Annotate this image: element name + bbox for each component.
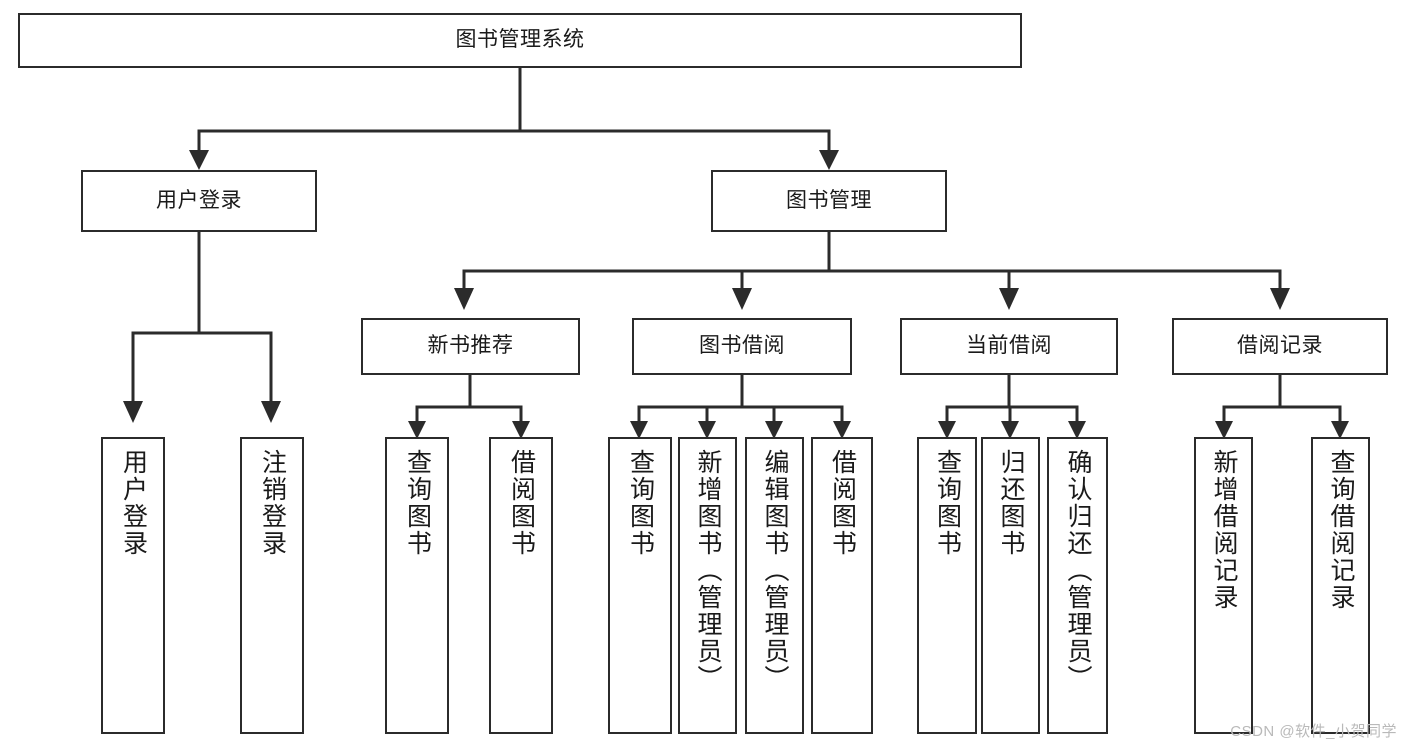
leaf-edit-book-admin[interactable]: 编辑图书（管理员） [745,437,804,734]
leaf-add-borrow-record[interactable]: 新增借阅记录 [1194,437,1253,734]
node-label: 用户登录 [119,449,148,557]
node-label: 注销登录 [258,449,287,557]
leaf-user-login[interactable]: 用户登录 [101,437,165,734]
leaf-return-book[interactable]: 归还图书 [981,437,1040,734]
node-label: 图书管理 [786,188,872,212]
leaf-borrow-book[interactable]: 借阅图书 [811,437,873,734]
leaf-query-borrow-record[interactable]: 查询借阅记录 [1311,437,1370,734]
csdn-watermark: CSDN @软件_小贺同学 [1230,723,1397,740]
node-label: 当前借阅 [966,334,1052,358]
node-user-login[interactable]: 用户登录 [81,170,317,232]
node-label: 新增图书（管理员） [694,449,722,692]
node-label: 新增借阅记录 [1210,449,1238,611]
node-borrow-record[interactable]: 借阅记录 [1172,318,1388,375]
node-label: 确认归还（管理员） [1064,449,1092,692]
node-label: 新书推荐 [427,334,514,358]
node-current-borrow[interactable]: 当前借阅 [900,318,1118,375]
node-label: 图书借阅 [699,334,785,358]
leaf-add-book-admin[interactable]: 新增图书（管理员） [678,437,737,734]
node-label: 归还图书 [997,449,1025,557]
leaf-query-book-recommend[interactable]: 查询图书 [385,437,449,734]
node-root-library-management-system[interactable]: 图书管理系统 [18,13,1022,68]
node-label: 借阅记录 [1237,334,1323,358]
leaf-borrow-book-recommend[interactable]: 借阅图书 [489,437,553,734]
node-label: 编辑图书（管理员） [761,449,789,692]
node-label: 查询图书 [626,449,655,557]
leaf-query-book-borrow[interactable]: 查询图书 [608,437,672,734]
leaf-logout[interactable]: 注销登录 [240,437,304,734]
leaf-query-book-current[interactable]: 查询图书 [917,437,977,734]
node-new-book-recommend[interactable]: 新书推荐 [361,318,580,375]
node-label: 借阅图书 [828,449,857,557]
node-label: 用户登录 [156,188,242,212]
node-book-borrow[interactable]: 图书借阅 [632,318,852,375]
node-book-management[interactable]: 图书管理 [711,170,947,232]
node-label: 查询借阅记录 [1327,449,1355,611]
node-label: 查询图书 [403,449,432,557]
node-label: 借阅图书 [507,449,536,557]
node-label: 查询图书 [933,449,962,557]
leaf-confirm-return-admin[interactable]: 确认归还（管理员） [1047,437,1108,734]
node-label: 图书管理系统 [455,28,585,52]
